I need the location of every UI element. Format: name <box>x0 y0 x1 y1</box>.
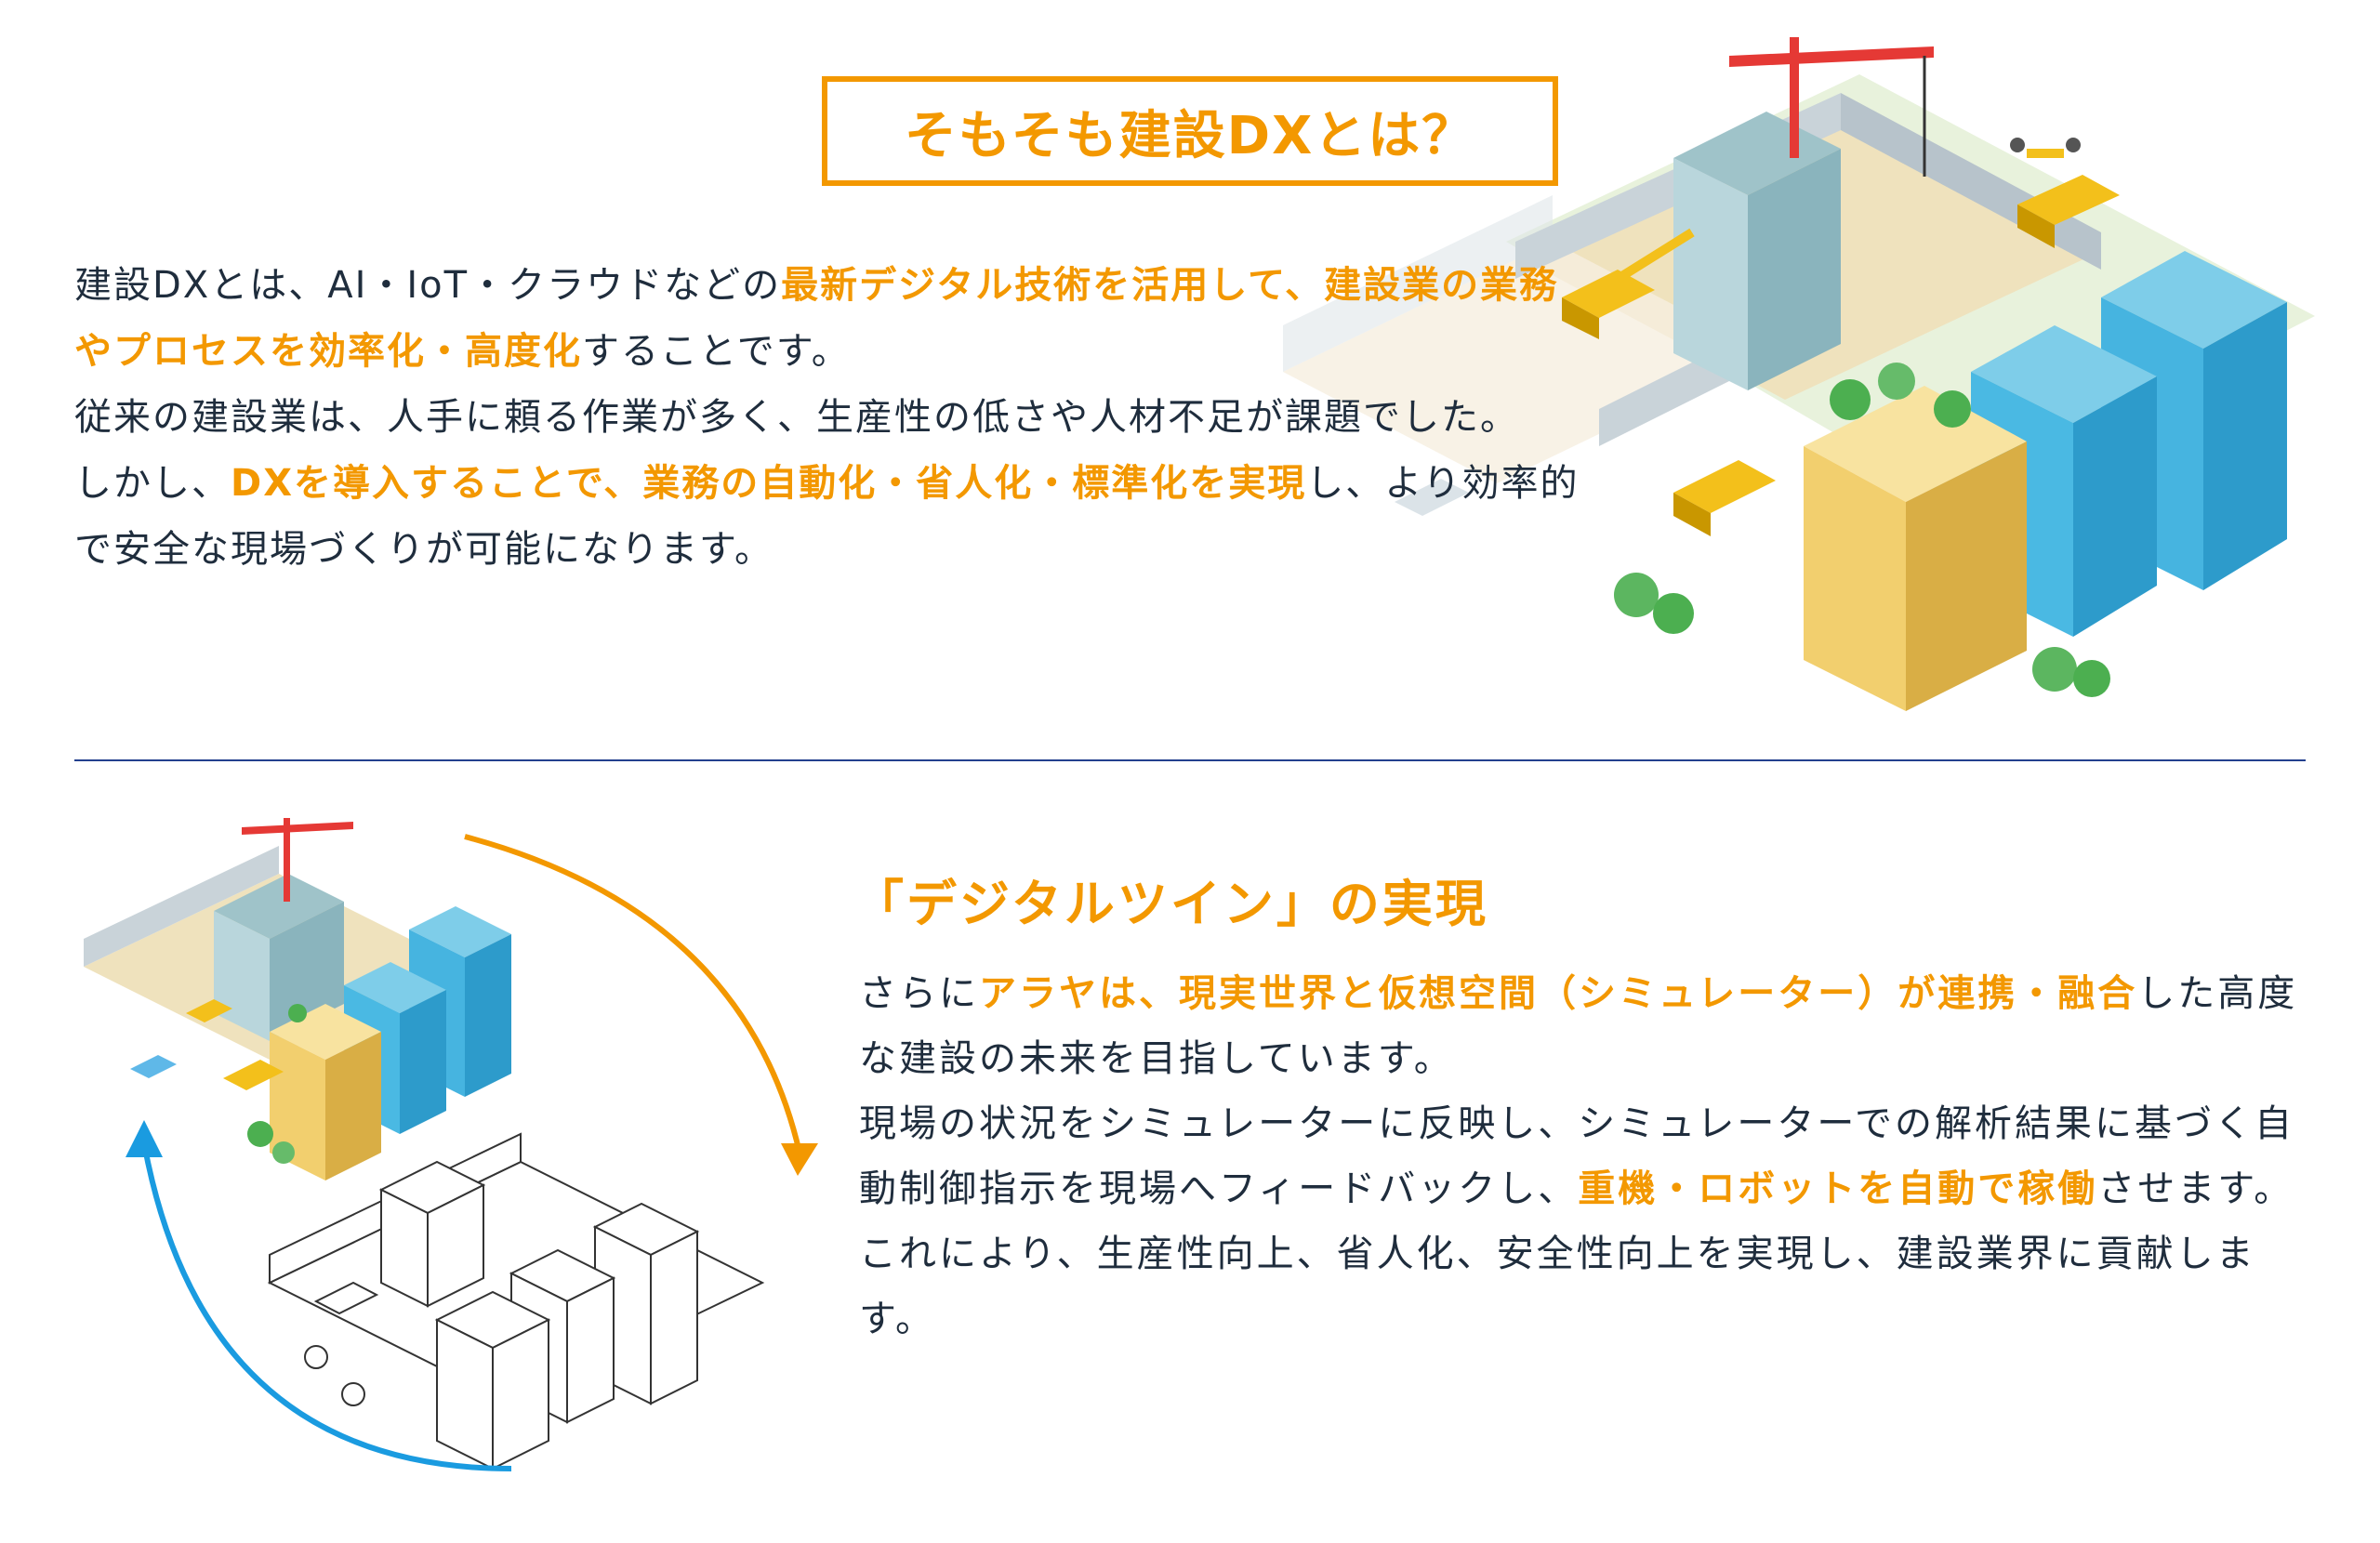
body-text: 建設DXとは、AI・IoT・クラウドなどの <box>74 264 782 307</box>
body-text: これにより、生産性向上、省人化、安全性向上を実現し、建設業界に貢献します。 <box>859 1233 2256 1340</box>
intro-text: 建設DXとは、AI・IoT・クラウドなどの最新デジタル技術を活用して、建設業の業… <box>74 253 1580 583</box>
paragraph: しかし、DXを導入することで、業務の自動化・省人化・標準化を実現し、より効率的で… <box>74 451 1580 583</box>
section-divider <box>74 759 2306 761</box>
blue-curved-arrow-icon <box>141 1142 512 1471</box>
digital-twin-heading: 「デジタルツイン」の実現 <box>853 875 1488 933</box>
section-title-box: そもそも建設DXとは？ <box>822 76 1558 186</box>
body-text: した高度な建設の未来を目指しています。 <box>859 972 2298 1080</box>
body-text: 従来の建設業は、人手に頼る作業が多く、生産性の低さや人材不足が課題でした。 <box>74 396 1519 439</box>
isometric-city-illustration <box>1283 19 2334 744</box>
body-text: 現場の状況をシミュレーターに反映し、シミュレーターでの解析結果に基づく自動制御指… <box>859 1102 2294 1210</box>
paragraph: さらにアラヤは、現実世界と仮想空間（シミュレーター）が連携・融合した高度な建設の… <box>859 961 2314 1091</box>
highlighted-text: 重機・ロボットを自動で稼働 <box>1578 1167 2098 1210</box>
body-text: し、より効率的で安全な現場づくりが可能になります。 <box>74 462 1580 571</box>
paragraph: 建設DXとは、AI・IoT・クラウドなどの最新デジタル技術を活用して、建設業の業… <box>74 253 1580 385</box>
highlighted-text: アラヤは、現実世界と仮想空間（シミュレーター）が連携・融合 <box>979 972 2138 1015</box>
body-text: さらに <box>859 972 979 1015</box>
colored-city-icon <box>84 818 511 1180</box>
body-text: することです。 <box>582 330 851 373</box>
lineart-city-icon <box>267 1132 765 1470</box>
body-text: させます。 <box>2097 1167 2294 1210</box>
body-text: しかし、 <box>74 462 231 505</box>
paragraph: 現場の状況をシミュレーターに反映し、シミュレーターでの解析結果に基づく自動制御指… <box>859 1091 2314 1221</box>
digital-twin-text: さらにアラヤは、現実世界と仮想空間（シミュレーター）が連携・融合した高度な建設の… <box>859 961 2314 1352</box>
paragraph: 従来の建設業は、人手に頼る作業が多く、生産性の低さや人材不足が課題でした。 <box>74 385 1580 451</box>
orange-curved-arrow-icon <box>464 834 802 1154</box>
highlighted-text: 最新デジタル技術を活用して、建設業の業務やプロセスを効率化・高度化 <box>74 264 1559 373</box>
digital-twin-illustration <box>74 799 818 1487</box>
section-title: そもそも建設DXとは？ <box>904 105 1476 166</box>
paragraph: これにより、生産性向上、省人化、安全性向上を実現し、建設業界に貢献します。 <box>859 1221 2314 1352</box>
highlighted-text: DXを導入することで、業務の自動化・省人化・標準化を実現 <box>231 462 1307 505</box>
